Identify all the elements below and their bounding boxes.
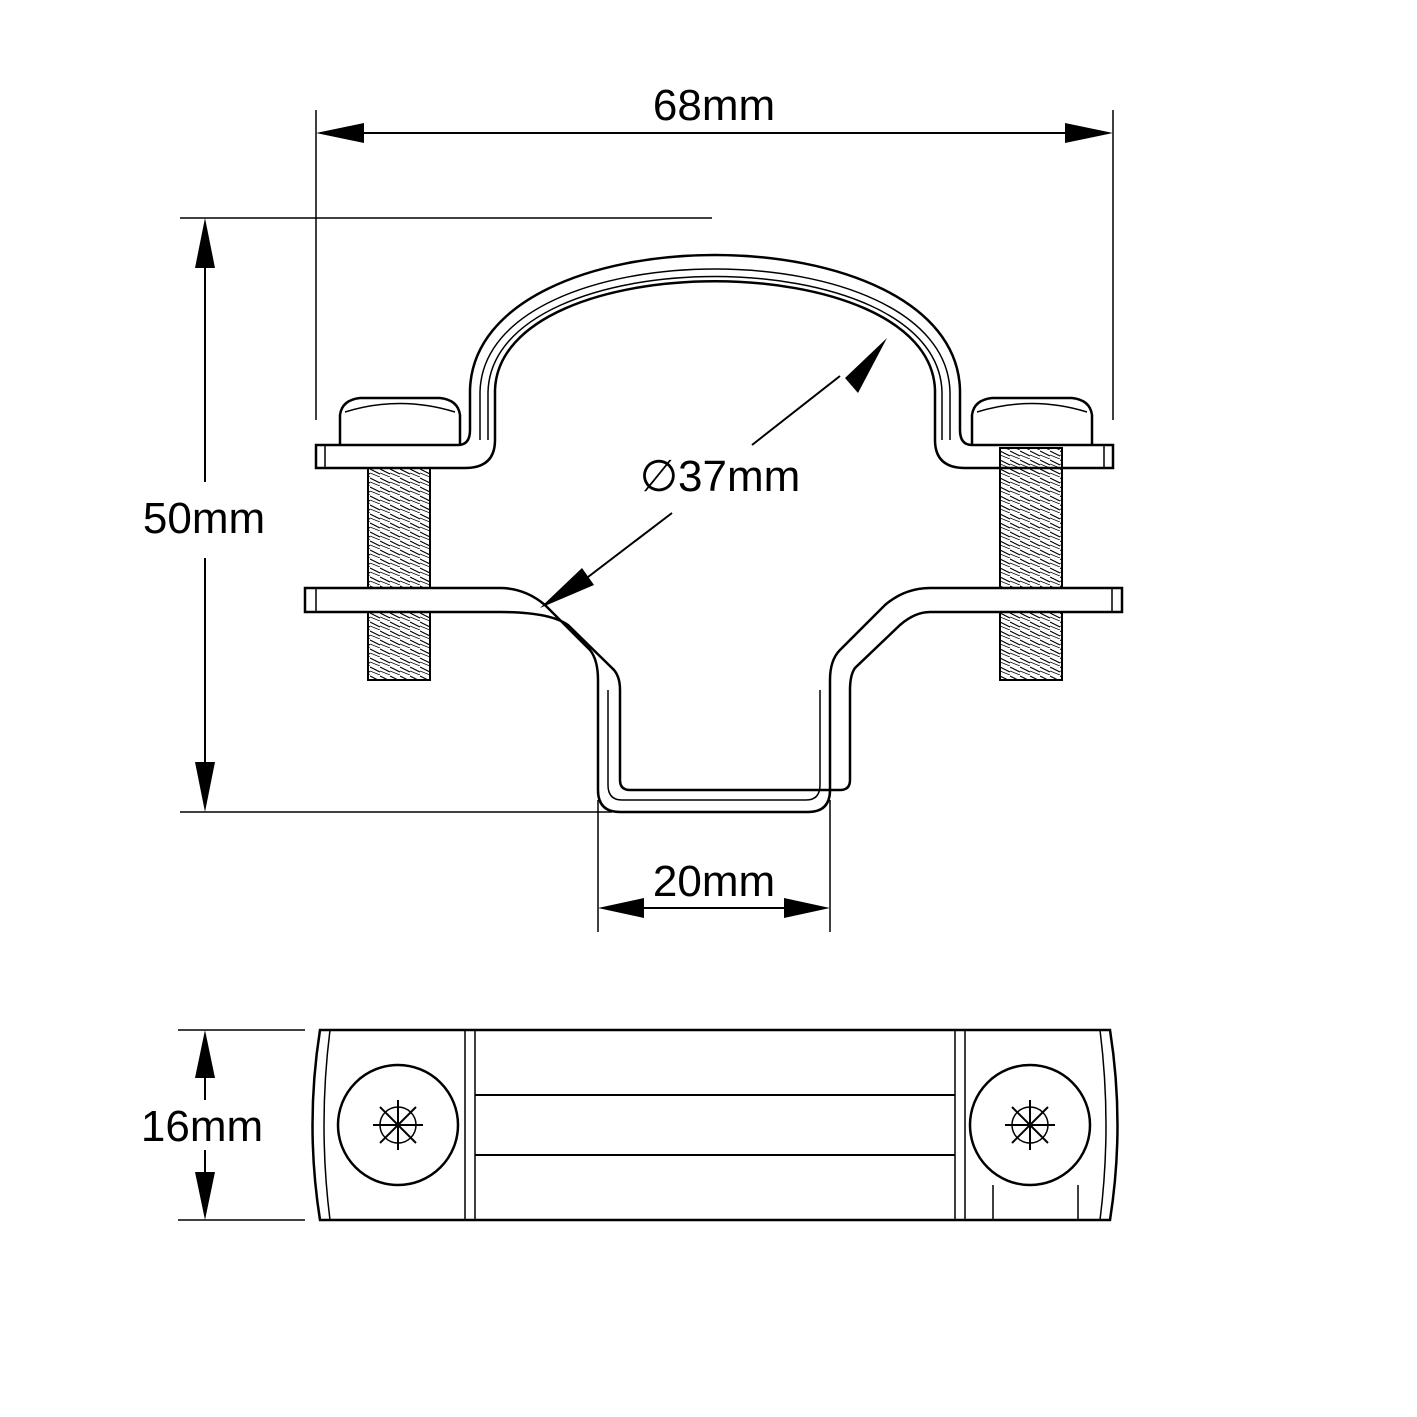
dimension-diameter-37: ∅37mm xyxy=(540,338,887,608)
dimension-label-height: 50mm xyxy=(143,494,265,543)
top-view: 16mm xyxy=(141,1028,1119,1222)
dimension-base-20: 20mm xyxy=(597,800,831,932)
dimension-height-50: 50mm xyxy=(143,217,712,813)
right-screw xyxy=(970,396,1094,681)
dimension-label-diameter: ∅37mm xyxy=(640,452,801,501)
dimension-width-68: 68mm xyxy=(315,81,1114,420)
left-screw-head xyxy=(336,1063,460,1187)
dimension-label-depth: 16mm xyxy=(141,1102,263,1151)
front-view: 68mm 50mm xyxy=(143,81,1124,932)
dimension-label-width: 68mm xyxy=(653,81,775,130)
right-screw-head xyxy=(968,1063,1092,1187)
left-screw xyxy=(338,396,462,681)
dimension-label-base: 20mm xyxy=(653,857,775,906)
dimension-depth-16: 16mm xyxy=(141,1029,305,1221)
upper-strap xyxy=(314,253,1115,470)
